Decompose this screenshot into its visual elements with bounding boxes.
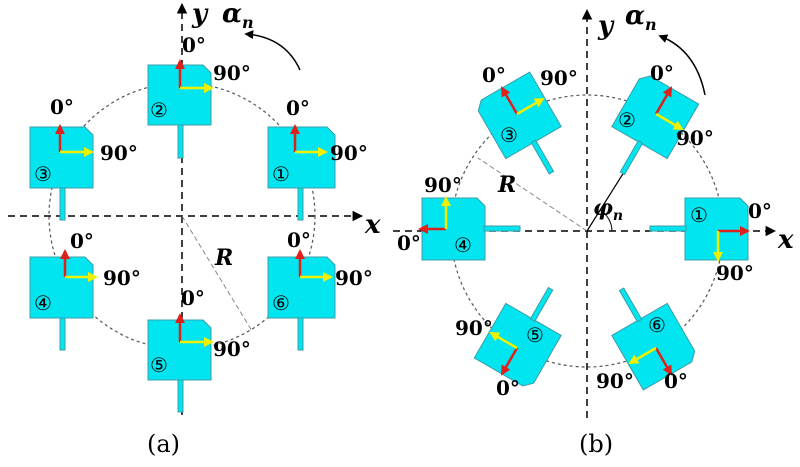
- label-90deg: 90°: [455, 316, 493, 340]
- antenna-element-a4: ④ 0° 90°: [29, 229, 141, 351]
- rotation-label-a: αn: [222, 0, 254, 32]
- element-number: ⑥: [648, 313, 666, 337]
- label-90deg: 90°: [103, 266, 141, 290]
- radius-label-a: R: [214, 245, 233, 271]
- element-number: ⑤: [526, 323, 544, 347]
- label-90deg: 90°: [100, 141, 138, 165]
- antenna-element-a6: ⑥ 0° 90°: [267, 228, 373, 351]
- label-0deg: 0°: [496, 376, 520, 400]
- label-0deg: 0°: [70, 229, 94, 253]
- panel-b: x y αn R φn (b) ① 0° 90° ② 0° 90°: [393, 1, 794, 458]
- element-number: ②: [150, 98, 168, 122]
- label-0deg: 0°: [181, 286, 205, 310]
- antenna-element-b1: ① 0° 90°: [649, 197, 772, 285]
- element-number: ⑤: [150, 353, 168, 377]
- y-axis-label-a: y: [191, 0, 209, 29]
- label-0deg: 0°: [748, 199, 772, 223]
- label-90deg: 90°: [330, 141, 368, 165]
- antenna-element-b2: ② 0° 90°: [611, 61, 714, 176]
- element-number: ③: [34, 162, 52, 186]
- antenna-element-a1: ① 0° 90°: [267, 96, 368, 221]
- label-90deg: 90°: [213, 337, 251, 361]
- antenna-element-a2: ② 0° 90°: [147, 33, 251, 159]
- rotation-arrow-b: [658, 34, 706, 96]
- element-number: ④: [454, 233, 472, 257]
- label-0deg: 0°: [664, 369, 688, 393]
- caption-b: (b): [579, 430, 613, 458]
- phi-arc-b: [599, 209, 613, 232]
- label-90deg: 90°: [335, 266, 373, 290]
- label-0deg: 0°: [397, 231, 421, 255]
- element-number: ④: [34, 291, 52, 315]
- label-90deg: 90°: [540, 66, 578, 90]
- antenna-element-b3: ③ 0° 90°: [477, 63, 578, 175]
- label-90deg: 90°: [596, 369, 634, 393]
- label-0deg: 0°: [287, 228, 311, 252]
- element-number: ①: [690, 203, 708, 227]
- x-axis-label-b: x: [777, 225, 794, 255]
- label-90deg: 90°: [676, 126, 714, 150]
- label-0deg: 0°: [482, 63, 506, 87]
- antenna-element-a5: ⑤ 0° 90°: [147, 286, 251, 413]
- label-0deg: 0°: [182, 33, 206, 57]
- antenna-element-b4: ④ 0° 90°: [397, 173, 521, 261]
- element-number: ⑥: [272, 291, 290, 315]
- antenna-element-b6: ⑥ 0° 90°: [596, 287, 696, 393]
- x-axis-label-a: x: [364, 210, 381, 240]
- element-number: ②: [618, 108, 636, 132]
- label-90deg: 90°: [213, 61, 251, 85]
- label-0deg: 0°: [650, 61, 674, 85]
- antenna-element-b5: ⑤ 0° 90°: [455, 286, 562, 400]
- element-number: ③: [500, 123, 518, 147]
- caption-a: (a): [147, 430, 180, 458]
- radius-label-b: R: [497, 172, 516, 198]
- rotation-arrow-a: [244, 30, 301, 71]
- radius-line-a: [181, 215, 253, 332]
- rotation-label-b: αn: [625, 1, 657, 34]
- antenna-element-a3: ③ 0° 90°: [29, 95, 138, 221]
- label-90deg: 90°: [424, 173, 462, 197]
- panel-a: x y αn R (a) ① 0° 90° ② 0° 90°: [8, 0, 381, 458]
- label-0deg: 0°: [50, 95, 74, 119]
- phi-label-b: φn: [593, 195, 623, 224]
- y-axis-label-b: y: [597, 11, 615, 41]
- radius-line-b: [477, 157, 588, 232]
- label-0deg: 0°: [286, 96, 310, 120]
- label-90deg: 90°: [716, 261, 754, 285]
- element-number: ①: [272, 162, 290, 186]
